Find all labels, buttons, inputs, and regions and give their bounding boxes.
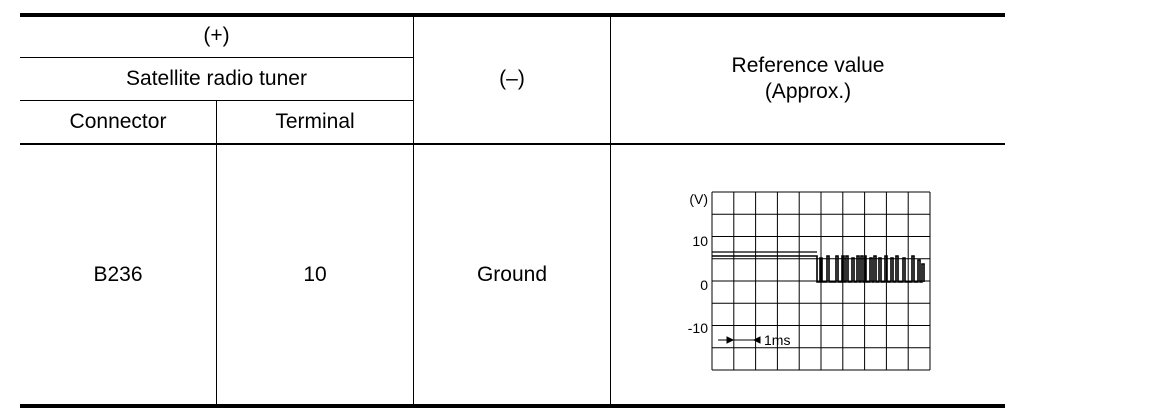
scope-tick-neg10: -10 xyxy=(688,320,708,336)
scope-signal-trace xyxy=(712,255,925,283)
header-connector: Connector xyxy=(69,110,167,133)
scope-tick-0: 0 xyxy=(700,277,708,293)
scope-unit-label: (V) xyxy=(689,191,708,207)
header-plus: (+) xyxy=(203,24,230,47)
scope-time-scale xyxy=(718,336,761,344)
header-terminal: Terminal xyxy=(275,110,355,133)
table-bottom-rule xyxy=(20,404,1005,408)
row-connector: B236 xyxy=(93,262,143,286)
header-reference-value: Reference value (Approx.) xyxy=(611,15,1005,143)
scope-time-scale-label: 1ms xyxy=(764,332,790,348)
rule-plus-bottom xyxy=(20,57,414,58)
oscilloscope-waveform: (V) 10 0 -10 1ms xyxy=(688,191,931,371)
rule-connector-terminal xyxy=(216,100,217,405)
reference-label-line1: Reference value xyxy=(731,54,885,77)
row-terminal: 10 xyxy=(303,262,327,286)
header-unit: Satellite radio tuner xyxy=(126,67,307,90)
rule-plus-minus xyxy=(413,15,414,405)
scope-tick-10: 10 xyxy=(692,233,708,249)
rule-unit-bottom xyxy=(20,100,414,101)
reference-label-line2: (Approx.) xyxy=(764,80,852,103)
rule-minus-reference xyxy=(610,15,611,405)
table-top-rule xyxy=(20,13,1005,17)
header-bottom-rule xyxy=(20,143,1005,145)
header-minus: (–) xyxy=(499,67,525,90)
row-minus: Ground xyxy=(476,262,548,286)
